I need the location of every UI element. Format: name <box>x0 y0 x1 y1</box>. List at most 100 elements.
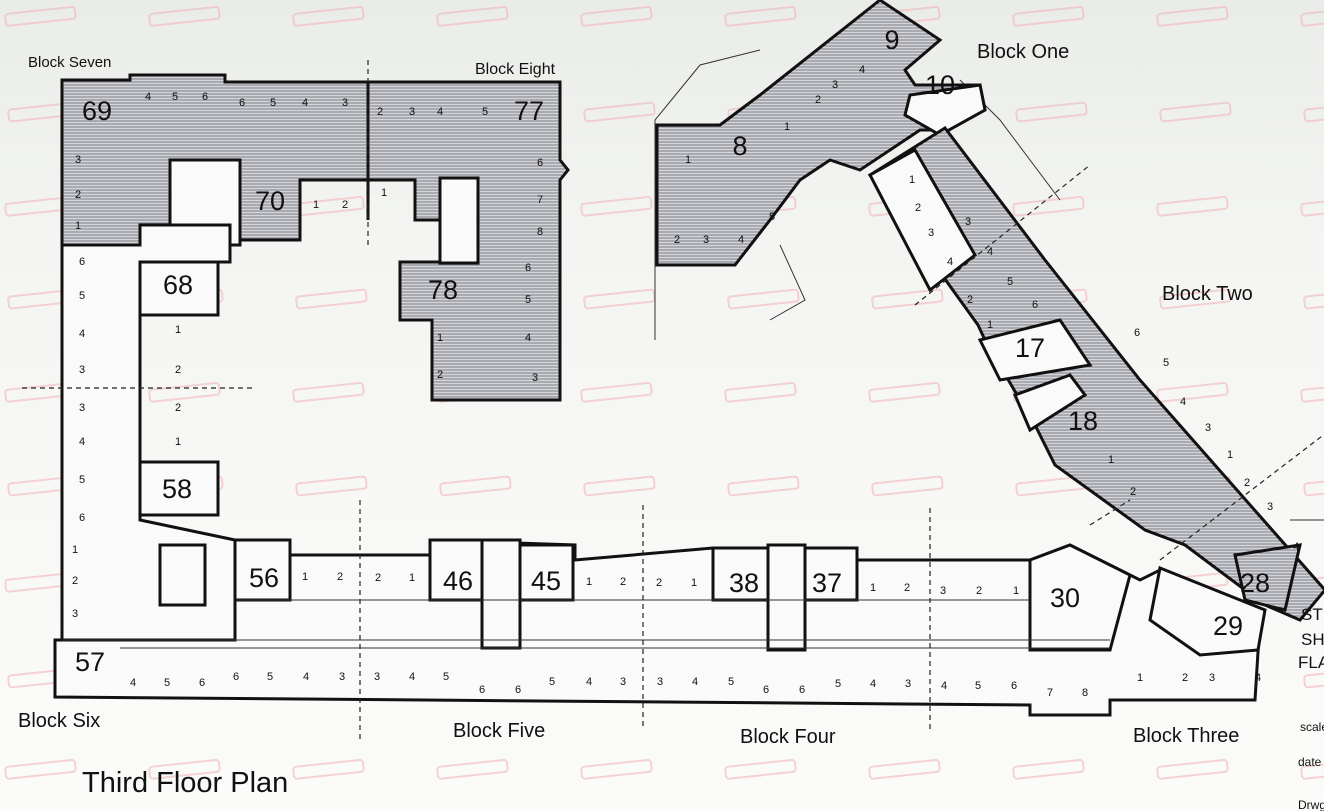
room-number-17: 4 <box>987 246 993 258</box>
block-six-label: Block Six <box>18 710 100 732</box>
room-number-18: 3 <box>1205 422 1211 434</box>
room-number-57: 2 <box>72 575 78 587</box>
room-number-17: 3 <box>928 227 934 239</box>
room-number-38: 5 <box>728 676 734 688</box>
watermark-stamp <box>148 758 221 780</box>
block-five-label: Block Five <box>453 720 545 742</box>
unit-78-label: 78 <box>428 275 458 305</box>
room-number-70: 2 <box>342 199 348 211</box>
room-number-46: 6 <box>479 684 485 696</box>
room-number-69: 3 <box>75 154 81 166</box>
block-four-label: Block Four <box>740 726 836 748</box>
room-number-17: 6 <box>1032 299 1038 311</box>
watermark-stamp <box>727 288 800 310</box>
room-number-68: 1 <box>175 324 181 336</box>
room-number-17: 2 <box>915 202 921 214</box>
room-number-37: 5 <box>835 678 841 690</box>
room-number-18: 1 <box>1108 454 1114 466</box>
watermark-stamp <box>4 758 77 780</box>
watermark-stamp <box>292 195 365 217</box>
block-three-label: Block Three <box>1133 725 1239 747</box>
watermark-stamp <box>1012 758 1085 780</box>
unit-57-label: 57 <box>75 647 105 677</box>
room-number-57: 3 <box>72 608 78 620</box>
room-number-78: 1 <box>437 332 443 344</box>
room-number-17: 4 <box>947 256 953 268</box>
room-number-29: 4 <box>1255 672 1261 684</box>
room-number-38: 2 <box>656 577 662 589</box>
room-number-8: 1 <box>685 154 691 166</box>
room-number-38: 1 <box>691 577 697 589</box>
watermark-stamp <box>580 758 653 780</box>
room-number-68: 6 <box>79 256 85 268</box>
room-number-29: 1 <box>1137 672 1143 684</box>
room-number-77: 4 <box>437 106 443 118</box>
unit-58-box <box>138 460 220 517</box>
watermark-stamp <box>868 381 941 403</box>
watermark-stamp <box>580 381 653 403</box>
watermark-stamp <box>295 475 368 497</box>
unit-45-label: 45 <box>531 566 561 596</box>
site-boundary <box>769 244 806 321</box>
room-number-18: 4 <box>1180 396 1186 408</box>
room-number-78: 3 <box>532 372 538 384</box>
room-number-58: 1 <box>175 436 181 448</box>
room-number-45: 5 <box>549 676 555 688</box>
room-number-18: 6 <box>1134 327 1140 339</box>
room-number-58: 2 <box>175 402 181 414</box>
room-number-28: 3 <box>1267 501 1273 513</box>
room-number-37: 3 <box>905 678 911 690</box>
watermark-stamp <box>436 758 509 780</box>
unit-30-box <box>1028 543 1132 652</box>
watermark-stamp <box>148 381 221 403</box>
room-number-69: 5 <box>172 91 178 103</box>
unit-30-label: 30 <box>1050 583 1080 613</box>
unit-46-label: 46 <box>443 566 473 596</box>
room-number-56: 3 <box>339 671 345 683</box>
watermark-stamp <box>1012 5 1085 27</box>
room-number-56: 1 <box>302 571 308 583</box>
room-number-30: 3 <box>940 585 946 597</box>
unit-29-box <box>1148 565 1267 657</box>
unit-70-label: 70 <box>255 186 285 216</box>
room-number-18: 2 <box>1130 486 1136 498</box>
block-labels: Block Seven Block Eight Block One Block … <box>18 41 1253 748</box>
room-number-37: 6 <box>799 684 805 696</box>
stairwell <box>1012 373 1088 433</box>
watermark-stamp <box>580 5 653 27</box>
bottom-wing <box>53 538 1302 717</box>
room-number-68: 4 <box>79 328 85 340</box>
room-number-30: 7 <box>1047 687 1053 699</box>
room-number-37: 2 <box>904 582 910 594</box>
room-number-70: 5 <box>270 97 276 109</box>
watermark-stamp <box>148 5 221 27</box>
room-number-58: 3 <box>79 402 85 414</box>
unit-38-box <box>711 546 770 602</box>
room-number-46: 5 <box>443 671 449 683</box>
room-number-9: 3 <box>832 79 838 91</box>
room-number-28: 2 <box>1244 477 1250 489</box>
watermark-stamp <box>1300 5 1324 27</box>
room-number-56: 4 <box>303 671 309 683</box>
room-number-37: 1 <box>870 582 876 594</box>
unit-69-label: 69 <box>82 96 112 126</box>
unit-38-label: 38 <box>729 568 759 598</box>
room-number-28: 1 <box>1227 449 1233 461</box>
room-number-45: 4 <box>586 676 592 688</box>
unit-labels: 69 70 77 78 8 9 10 17 18 28 29 30 37 38 … <box>75 25 1270 677</box>
room-number-8: 3 <box>703 234 709 246</box>
unit-37-label: 37 <box>812 568 842 598</box>
unit-18-label: 18 <box>1068 406 1098 436</box>
room-number-70: 3 <box>342 97 348 109</box>
room-number-38: 4 <box>692 676 698 688</box>
room-number-77: 6 <box>537 157 543 169</box>
room-number-57: 1 <box>72 544 78 556</box>
room-number-8: 4 <box>738 234 744 246</box>
stairwell <box>480 538 522 650</box>
side-text-line3: FLAT <box>1298 653 1324 672</box>
block-one-label: Block One <box>977 41 1069 63</box>
unit-68-box <box>138 260 220 317</box>
unit-56-label: 56 <box>249 563 279 593</box>
room-number-70: 4 <box>302 97 308 109</box>
room-number-68: 3 <box>79 364 85 376</box>
